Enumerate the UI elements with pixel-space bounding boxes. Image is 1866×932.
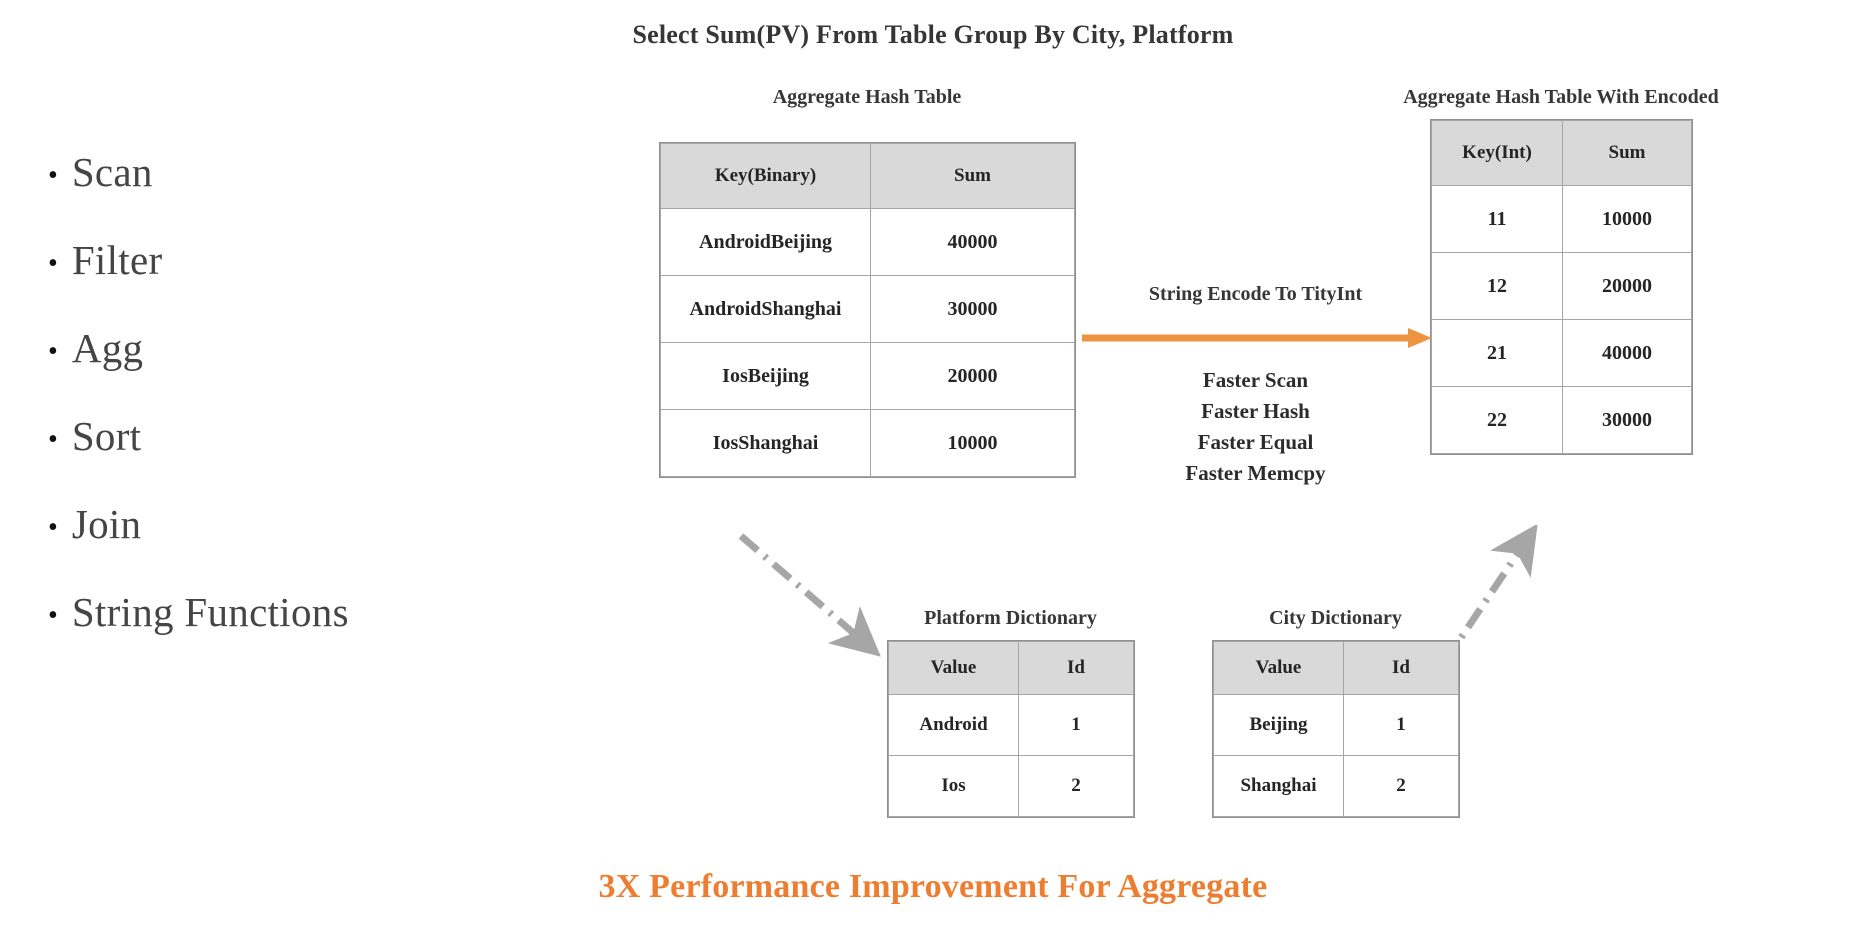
cell-key: 12 [1431, 252, 1563, 320]
string-encode-label: String Encode To TityInt [1148, 283, 1363, 305]
cell-id: 1 [1018, 694, 1134, 756]
bullet-dot-icon: • [48, 424, 58, 455]
table-row: Android 1 [888, 694, 1134, 756]
table-row: Shanghai 2 [1213, 755, 1459, 817]
table-row: 21 40000 [1431, 319, 1692, 387]
cell-sum: 10000 [1562, 185, 1692, 253]
aggregate-hash-table-encoded-group: Aggregate Hash Table With Encoded Key(In… [1403, 86, 1719, 455]
list-item: • Sort [48, 392, 518, 480]
cell-key: 21 [1431, 319, 1563, 387]
city-dictionary-caption: City Dictionary [1269, 607, 1402, 629]
column-header-id: Id [1343, 641, 1459, 695]
cell-key: AndroidBeijing [660, 208, 871, 276]
bullet-dot-icon: • [48, 600, 58, 631]
cell-id: 2 [1018, 755, 1134, 817]
table-row: AndroidShanghai 30000 [660, 275, 1075, 343]
cell-id: 2 [1343, 755, 1459, 817]
table-header-row: Value Id [888, 641, 1134, 695]
list-item: • Scan [48, 128, 518, 216]
cell-value: Ios [888, 755, 1019, 817]
table-row: IosBeijing 20000 [660, 342, 1075, 410]
column-header-key-int: Key(Int) [1431, 120, 1563, 186]
bullet-label: Join [71, 501, 142, 547]
platform-dictionary-link-arrow-icon [738, 533, 881, 657]
table-row: 11 10000 [1431, 185, 1692, 253]
column-header-sum: Sum [870, 143, 1075, 209]
bullet-label: Agg [71, 325, 144, 371]
faster-benefits-list: Faster Scan Faster Hash Faster Equal Fas… [1083, 365, 1428, 489]
benefit-line: Faster Memcpy [1185, 461, 1326, 485]
cell-sum: 20000 [870, 342, 1075, 410]
cell-sum: 10000 [870, 409, 1075, 477]
bullet-label: Scan [71, 149, 153, 195]
cell-value: Shanghai [1213, 755, 1344, 817]
column-header-sum: Sum [1562, 120, 1692, 186]
cell-key: 22 [1431, 386, 1563, 454]
benefit-line: Faster Scan [1202, 368, 1309, 392]
bullet-label: Sort [71, 413, 142, 459]
cell-sum: 30000 [1562, 386, 1692, 454]
slide-title: Select Sum(PV) From Table Group By City,… [632, 20, 1234, 49]
table-header-row: Key(Int) Sum [1431, 120, 1692, 186]
table-row: AndroidBeijing 40000 [660, 208, 1075, 276]
aggregate-hash-table-encoded: Key(Int) Sum 11 10000 12 20000 21 40000 … [1430, 119, 1693, 455]
cell-sum: 20000 [1562, 252, 1692, 320]
table-header-row: Value Id [1213, 641, 1459, 695]
cell-key: IosBeijing [660, 342, 871, 410]
cell-key: AndroidShanghai [660, 275, 871, 343]
bullet-label: String Functions [71, 589, 349, 635]
performance-improvement-note: 3X Performance Improvement For Aggregate [598, 868, 1268, 905]
column-header-value: Value [1213, 641, 1344, 695]
city-dictionary-table: Value Id Beijing 1 Shanghai 2 [1212, 640, 1460, 818]
table-header-row: Key(Binary) Sum [660, 143, 1075, 209]
platform-dictionary-caption: Platform Dictionary [924, 607, 1097, 629]
aggregate-hash-table-encoded-caption: Aggregate Hash Table With Encoded [1403, 86, 1719, 108]
table-row: Beijing 1 [1213, 694, 1459, 756]
cell-value: Beijing [1213, 694, 1344, 756]
city-dictionary-group: City Dictionary Value Id Beijing 1 Shang… [1212, 607, 1460, 818]
bullet-dot-icon: • [48, 512, 58, 543]
list-item: • Agg [48, 304, 518, 392]
list-item: • Filter [48, 216, 518, 304]
aggregate-hash-table-caption: Aggregate Hash Table [772, 86, 962, 108]
column-header-id: Id [1018, 641, 1134, 695]
list-item: • Join [48, 480, 518, 568]
platform-dictionary-table: Value Id Android 1 Ios 2 [887, 640, 1135, 818]
bullet-dot-icon: • [48, 248, 58, 279]
cell-value: Android [888, 694, 1019, 756]
cell-sum: 40000 [1562, 319, 1692, 387]
cell-key: 11 [1431, 185, 1563, 253]
table-row: 22 30000 [1431, 386, 1692, 454]
cell-key: IosShanghai [660, 409, 871, 477]
column-header-value: Value [888, 641, 1019, 695]
bullet-label: Filter [71, 237, 163, 283]
aggregate-hash-table-group: Aggregate Hash Table Key(Binary) Sum And… [659, 86, 1076, 478]
bullet-dot-icon: • [48, 160, 58, 191]
cell-sum: 30000 [870, 275, 1075, 343]
table-row: IosShanghai 10000 [660, 409, 1075, 477]
cell-id: 1 [1343, 694, 1459, 756]
table-row: Ios 2 [888, 755, 1134, 817]
feature-bullet-list: • Scan • Filter • Agg • Sort • Join • St… [48, 128, 518, 656]
cell-sum: 40000 [870, 208, 1075, 276]
bullet-dot-icon: • [48, 336, 58, 367]
list-item: • String Functions [48, 568, 518, 656]
benefit-line: Faster Hash [1201, 399, 1310, 423]
aggregate-hash-table: Key(Binary) Sum AndroidBeijing 40000 And… [659, 142, 1076, 478]
table-row: 12 20000 [1431, 252, 1692, 320]
platform-dictionary-group: Platform Dictionary Value Id Android 1 I… [887, 607, 1135, 818]
string-encode-arrow-icon [1082, 328, 1432, 348]
benefit-line: Faster Equal [1197, 430, 1314, 454]
column-header-key-binary: Key(Binary) [660, 143, 871, 209]
